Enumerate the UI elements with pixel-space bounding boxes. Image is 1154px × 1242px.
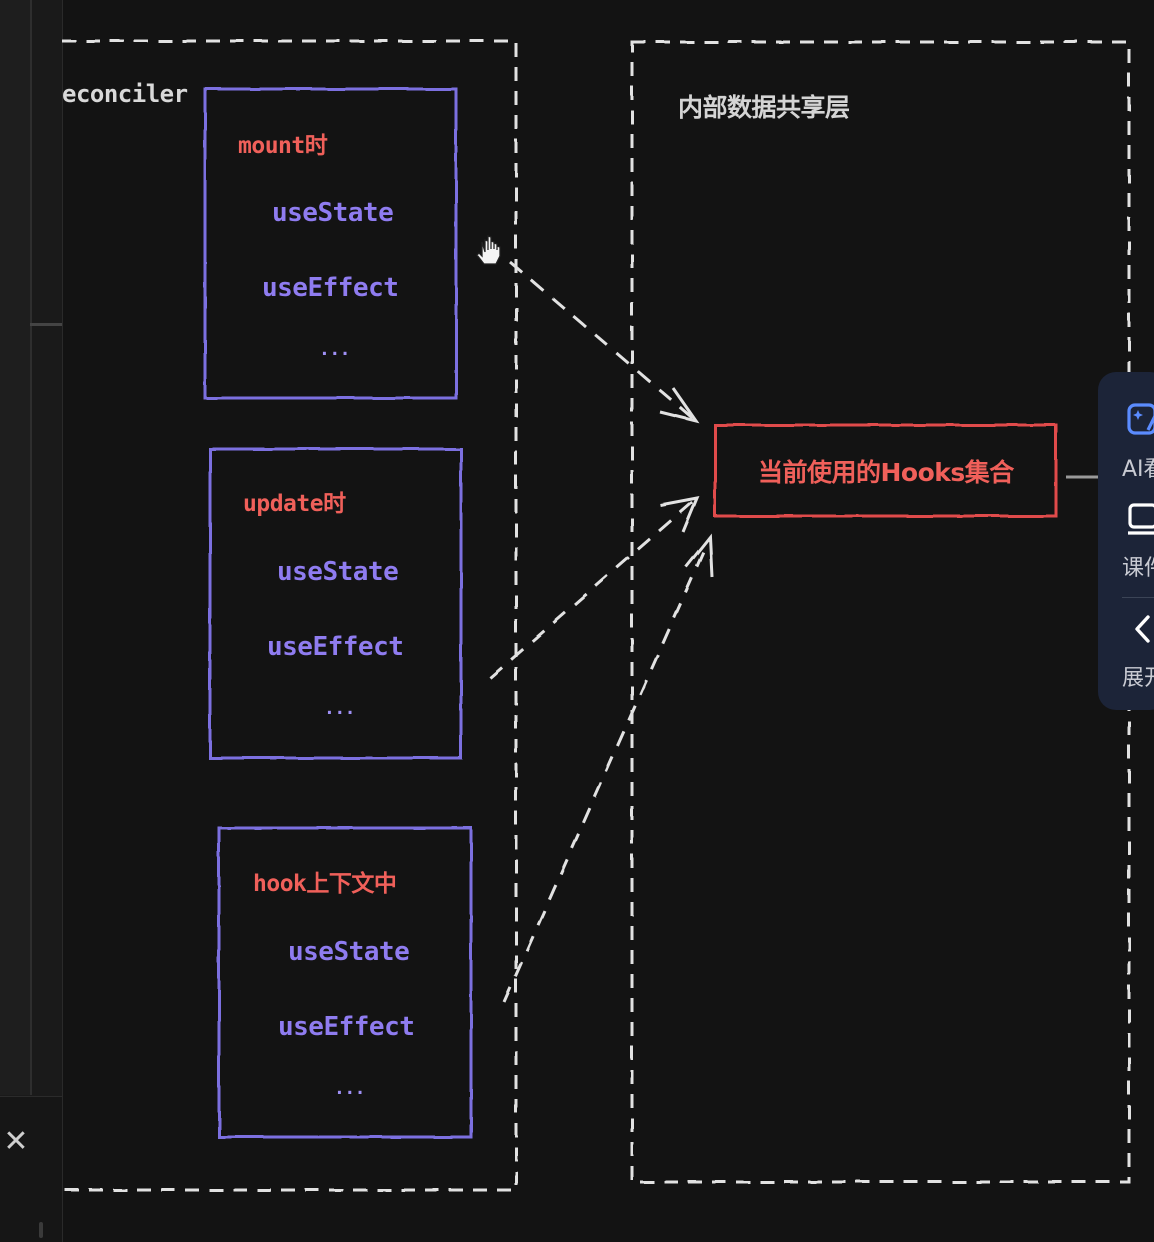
sidebar-bottom-panel (0, 1096, 62, 1242)
reconciler-group-label: econciler (62, 80, 188, 108)
panel-divider (1122, 597, 1154, 598)
mount-ellipsis: ... (319, 339, 351, 360)
update-box (208, 447, 463, 760)
left-sidebar (0, 0, 63, 1242)
expand-button[interactable]: 展开 (1122, 612, 1154, 692)
courseware-label: 课件 (1122, 556, 1154, 581)
update-ellipsis: ... (324, 698, 356, 719)
shared-layer-label: 内部数据共享层 (678, 93, 850, 122)
sidebar-panel (0, 0, 32, 1095)
ai-watch-label: AI看 (1122, 457, 1154, 482)
hooks-collection-label: 当前使用的Hooks集合 (758, 458, 1014, 487)
mount-box (203, 87, 458, 400)
update-usestate-item: useState (277, 557, 399, 587)
context-useeffect-item: useEffect (278, 1012, 415, 1042)
reconciler-group-border (62, 39, 518, 1192)
chevron-left-icon (1135, 615, 1150, 643)
arrow-context-to-target (502, 532, 714, 1003)
context-usestate-item: useState (288, 937, 410, 967)
arrow-mount-to-target (509, 260, 700, 424)
update-box-title: update时 (243, 491, 346, 517)
hook-context-box-title: hook上下文中 (253, 871, 397, 897)
close-icon[interactable]: ✕ (3, 1124, 29, 1159)
mount-box-title: mount时 (238, 133, 328, 159)
update-useeffect-item: useEffect (267, 632, 404, 662)
laptop-icon (1128, 503, 1154, 535)
expand-label: 展开 (1122, 666, 1154, 691)
ai-watch-button[interactable]: AI看 (1122, 402, 1154, 482)
resize-grip[interactable] (39, 1222, 43, 1238)
arrow-update-to-target (489, 496, 700, 680)
sidebar-tab-marker[interactable] (30, 323, 62, 326)
courseware-button[interactable]: 课件 (1122, 502, 1154, 582)
mount-useeffect-item: useEffect (262, 273, 399, 303)
floating-side-panel: AI看 课件 展开 (1098, 372, 1154, 710)
shared-layer-border (630, 40, 1131, 1184)
hand-cursor-icon (476, 235, 501, 265)
hook-context-box (217, 826, 473, 1139)
mount-usestate-item: useState (272, 198, 394, 228)
ai-sparkle-icon (1127, 403, 1154, 435)
hooks-collection-box (713, 423, 1058, 518)
context-ellipsis: ... (334, 1078, 366, 1099)
